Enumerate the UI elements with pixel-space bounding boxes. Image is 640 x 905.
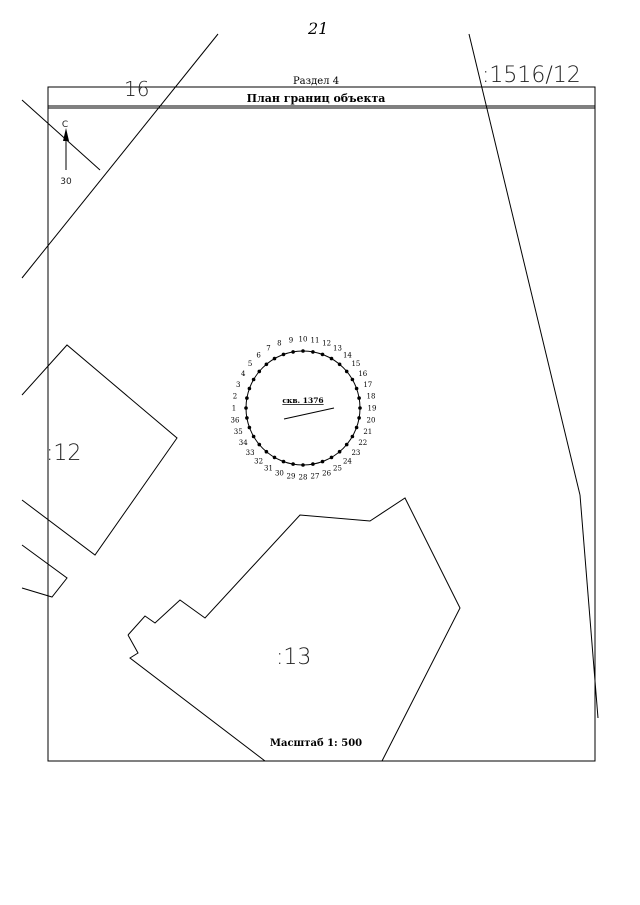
boundary-point-label-36: 36 [231, 417, 240, 425]
boundary-point-12 [320, 352, 325, 357]
boundary-point-label-13: 13 [333, 345, 342, 353]
north-arrow: С 30 [60, 120, 72, 187]
boundary-point-10 [301, 349, 305, 353]
boundary-point-13 [329, 356, 334, 361]
boundary-point-20 [357, 416, 361, 420]
boundary-point-34 [251, 434, 256, 439]
boundary-point-label-30: 30 [275, 469, 284, 477]
boundary-point-8 [281, 352, 286, 357]
boundary-point-1 [244, 406, 248, 410]
parcel-13-outline [127, 497, 461, 762]
boundary-point-30 [281, 459, 286, 464]
parcel-13-outline-lower [127, 634, 266, 762]
boundary-point-label-28: 28 [299, 474, 308, 482]
boundary-point-27 [311, 462, 315, 466]
boundary-point-19 [358, 406, 362, 410]
external-boundary-lines [21, 33, 599, 719]
boundary-point-label-31: 31 [264, 464, 273, 472]
boundary-point-label-3: 3 [236, 381, 240, 389]
drawing-frame [47, 86, 596, 762]
boundary-point-15 [344, 369, 349, 374]
well-label-leader [283, 407, 335, 420]
boundary-point-9 [291, 350, 295, 354]
boundary-point-label-2: 2 [233, 393, 237, 401]
boundary-point-22 [350, 434, 355, 439]
boundary-point-25 [329, 455, 334, 460]
boundary-point-label-27: 27 [311, 473, 320, 481]
boundary-point-label-24: 24 [343, 457, 352, 465]
boundary-point-18 [357, 396, 361, 400]
boundary-point-7 [272, 356, 277, 361]
north-arrow-icon [63, 128, 69, 141]
boundary-point-label-1: 1 [232, 405, 236, 413]
page-number: 21 [307, 19, 328, 38]
cadastral-number: :1516/12 [482, 63, 581, 88]
boundary-point-32 [264, 449, 269, 454]
well-label: скв. 1376 [282, 396, 323, 405]
boundary-point-4 [251, 377, 256, 382]
boundary-point-label-23: 23 [351, 449, 360, 457]
boundary-point-label-26: 26 [322, 469, 331, 477]
parcel-13-label: :13 [276, 645, 311, 670]
boundary-point-3 [247, 386, 252, 391]
boundary-point-label-29: 29 [287, 473, 296, 481]
boundary-point-29 [291, 462, 295, 466]
boundary-point-24 [337, 449, 342, 454]
boundary-point-label-8: 8 [277, 340, 281, 348]
boundary-point-label-7: 7 [266, 345, 270, 353]
boundary-point-label-25: 25 [333, 464, 342, 472]
boundary-point-35 [247, 425, 252, 430]
boundary-point-11 [311, 350, 315, 354]
boundary-point-label-34: 34 [239, 439, 248, 447]
parcel-12-outline [21, 344, 178, 598]
boundary-point-6 [264, 362, 269, 367]
boundary-point-26 [320, 459, 325, 464]
boundary-point-label-11: 11 [311, 337, 320, 345]
boundary-point-label-22: 22 [358, 439, 367, 447]
boundary-point-label-17: 17 [363, 381, 372, 389]
boundary-point-label-32: 32 [254, 457, 263, 465]
boundary-point-label-18: 18 [367, 393, 376, 401]
boundary-point-label-19: 19 [368, 405, 377, 413]
boundary-point-label-12: 12 [322, 340, 331, 348]
boundary-point-label-10: 10 [299, 336, 308, 344]
boundary-point-label-15: 15 [351, 360, 360, 368]
boundary-point-label-35: 35 [234, 428, 243, 436]
boundary-point-label-4: 4 [241, 370, 246, 378]
plan-title: План границ объекта [247, 92, 386, 105]
boundary-point-5 [257, 369, 262, 374]
north-value: 30 [60, 177, 72, 187]
section-title: Раздел 4 [293, 76, 339, 87]
north-letter: С [62, 120, 68, 130]
boundary-point-21 [354, 425, 359, 430]
scale-label: Масштаб 1: 500 [270, 738, 362, 749]
boundary-point-23 [344, 442, 349, 447]
parcel-12-label: :12 [46, 441, 81, 466]
boundary-point-14 [337, 362, 342, 367]
boundary-point-label-9: 9 [289, 337, 293, 345]
boundary-point-33 [257, 442, 262, 447]
boundary-point-17 [354, 386, 359, 391]
boundary-point-label-16: 16 [358, 370, 367, 378]
boundary-point-label-33: 33 [246, 449, 255, 457]
boundary-point-36 [245, 416, 249, 420]
boundary-point-label-6: 6 [256, 352, 261, 360]
boundary-point-16 [350, 377, 355, 382]
boundary-point-31 [272, 455, 277, 460]
boundary-point-2 [245, 396, 249, 400]
boundary-point-label-5: 5 [248, 360, 252, 368]
boundary-point-label-21: 21 [363, 428, 372, 436]
boundary-point-label-14: 14 [343, 352, 352, 360]
boundary-point-label-20: 20 [367, 417, 376, 425]
boundary-point-28 [301, 463, 305, 467]
parcel-16-label: 16 [124, 77, 149, 101]
